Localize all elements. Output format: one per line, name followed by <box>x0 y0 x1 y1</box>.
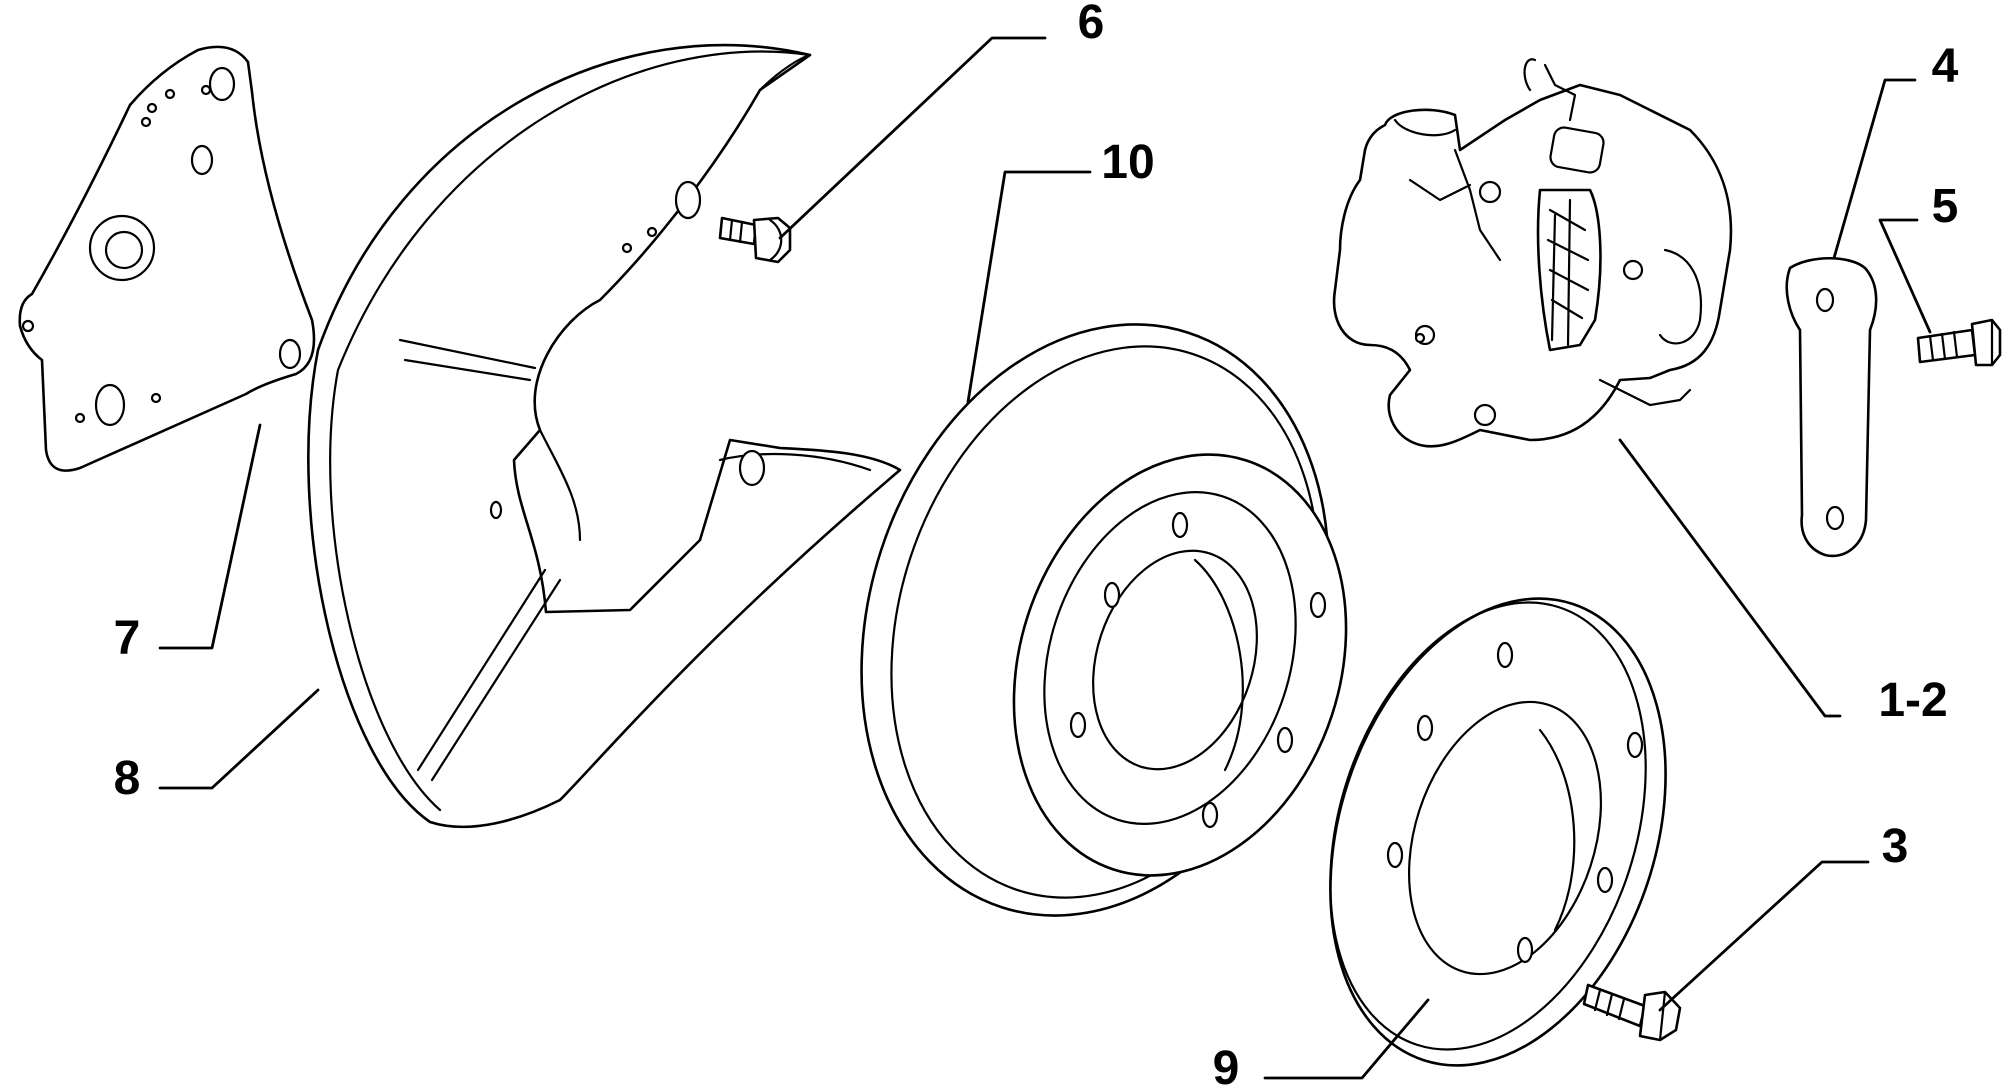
callout-label-9[interactable]: 9 <box>1213 1042 1240 1089</box>
brake-disc-part-10[interactable] <box>788 263 1403 976</box>
callout-labels: 10 6 4 5 1-2 7 8 3 9 <box>114 0 1959 1089</box>
callout-label-3[interactable]: 3 <box>1882 820 1909 873</box>
callout-label-5[interactable]: 5 <box>1932 180 1959 233</box>
callout-label-1-2[interactable]: 1-2 <box>1878 674 1947 727</box>
callout-label-4[interactable]: 4 <box>1932 40 1959 93</box>
leader-5 <box>1878 218 1932 334</box>
leader-4 <box>1832 78 1917 260</box>
leader-10 <box>966 170 1092 404</box>
leader-7 <box>158 423 262 650</box>
spacer-ring-part-9[interactable] <box>1274 555 1723 1089</box>
callout-label-7[interactable]: 7 <box>114 612 141 665</box>
leader-3 <box>1658 860 1870 1012</box>
callout-label-6[interactable]: 6 <box>1078 0 1105 49</box>
leader-8 <box>158 688 320 790</box>
callout-leaders <box>158 36 1932 1080</box>
guide-bracket-part-4[interactable] <box>1785 256 1878 558</box>
dust-shield-part-8[interactable] <box>307 43 902 829</box>
bolt-part-3[interactable] <box>1582 983 1682 1042</box>
leader-9 <box>1263 998 1430 1080</box>
bolt-part-6[interactable] <box>718 216 792 264</box>
brake-caliper-part-1-2[interactable] <box>1332 58 1733 448</box>
leader-1-2 <box>1618 438 1842 718</box>
bolt-part-5[interactable] <box>1916 318 2002 367</box>
mounting-plate-part-7[interactable] <box>18 45 316 472</box>
callout-label-10[interactable]: 10 <box>1101 136 1154 189</box>
leader-6 <box>778 36 1047 240</box>
callout-label-8[interactable]: 8 <box>114 752 141 805</box>
